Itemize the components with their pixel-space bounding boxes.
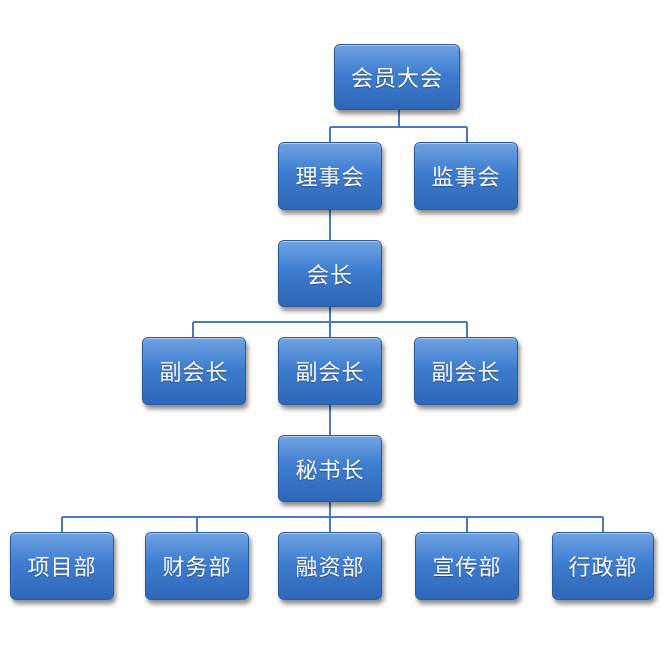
connector-president-vp xyxy=(192,307,468,337)
node-department-publicity: 宣传部 xyxy=(415,532,519,600)
node-vice-president-1: 副会长 xyxy=(142,337,246,405)
connector-assembly xyxy=(329,110,468,142)
node-vice-president-3: 副会长 xyxy=(414,337,518,405)
connector-secretary-departments xyxy=(61,502,604,532)
node-supervisory-board: 监事会 xyxy=(414,142,518,210)
node-secretary-general: 秘书长 xyxy=(278,435,382,502)
node-president: 会长 xyxy=(278,240,382,307)
node-vice-president-2: 副会长 xyxy=(278,337,382,405)
node-department-finance: 财务部 xyxy=(145,532,249,600)
node-department-administration: 行政部 xyxy=(552,532,654,600)
node-member-assembly: 会员大会 xyxy=(334,44,460,110)
node-department-fundraising: 融资部 xyxy=(278,532,382,600)
node-council: 理事会 xyxy=(278,142,382,210)
node-department-projects: 项目部 xyxy=(10,532,114,600)
